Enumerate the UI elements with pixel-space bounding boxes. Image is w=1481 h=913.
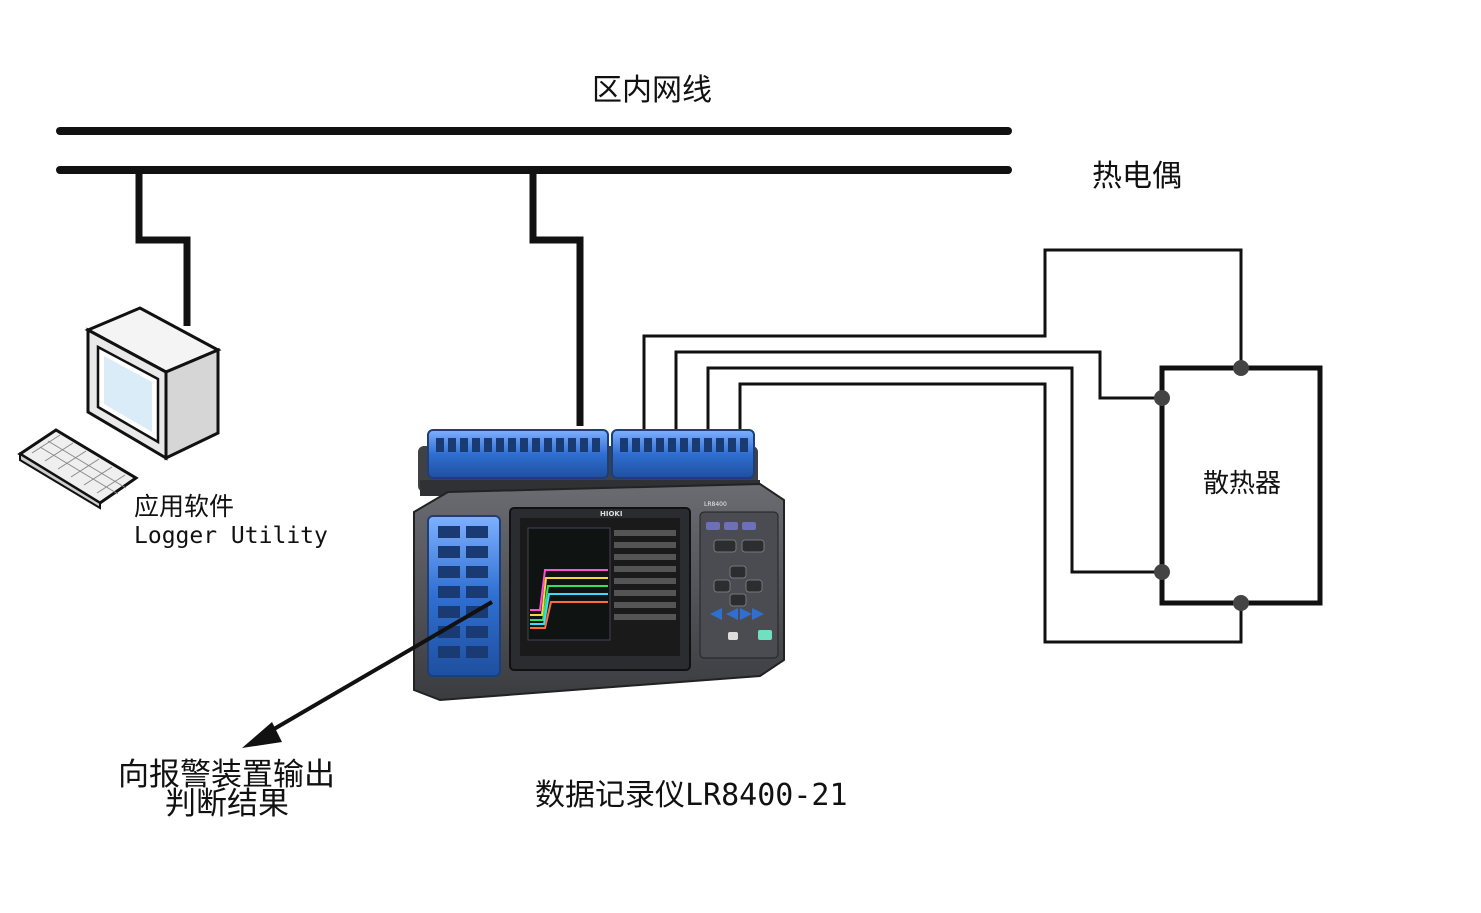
thermocouple-wires	[642, 248, 1243, 644]
data-logger-label-cn: 数据记录仪	[535, 778, 685, 813]
device-brand-label: HIOKI	[600, 510, 622, 518]
alarm-output-label-line1: 向报警装置输出	[118, 757, 335, 793]
junction-dot	[1154, 390, 1170, 406]
lan-drop-pc	[135, 170, 191, 326]
software-label-cn: 应用软件	[134, 492, 235, 521]
network-label: 区内网线	[592, 73, 712, 108]
heatsink-label: 散热器	[1203, 469, 1282, 499]
junction-dot	[1233, 360, 1249, 376]
heatsink-box	[1159, 365, 1323, 606]
data-logger-label: 数据记录仪LR8400-21	[535, 781, 848, 811]
alarm-output-arrowhead	[242, 722, 282, 748]
data-logger-model: LR8400-21	[685, 778, 848, 813]
thermocouple-label: 热电偶	[1092, 159, 1182, 194]
junction-dot	[1233, 595, 1249, 611]
junction-dot	[1154, 564, 1170, 580]
alarm-output-label-line2: 判断结果	[165, 786, 289, 822]
alarm-output-arrow-shaft	[260, 600, 494, 738]
computer-icon	[17, 306, 222, 510]
lan-drop-logger	[529, 170, 584, 426]
software-label-en: Logger Utility	[134, 523, 328, 549]
data-logger-device	[413, 429, 785, 702]
device-model-label: LR8400	[704, 501, 727, 508]
